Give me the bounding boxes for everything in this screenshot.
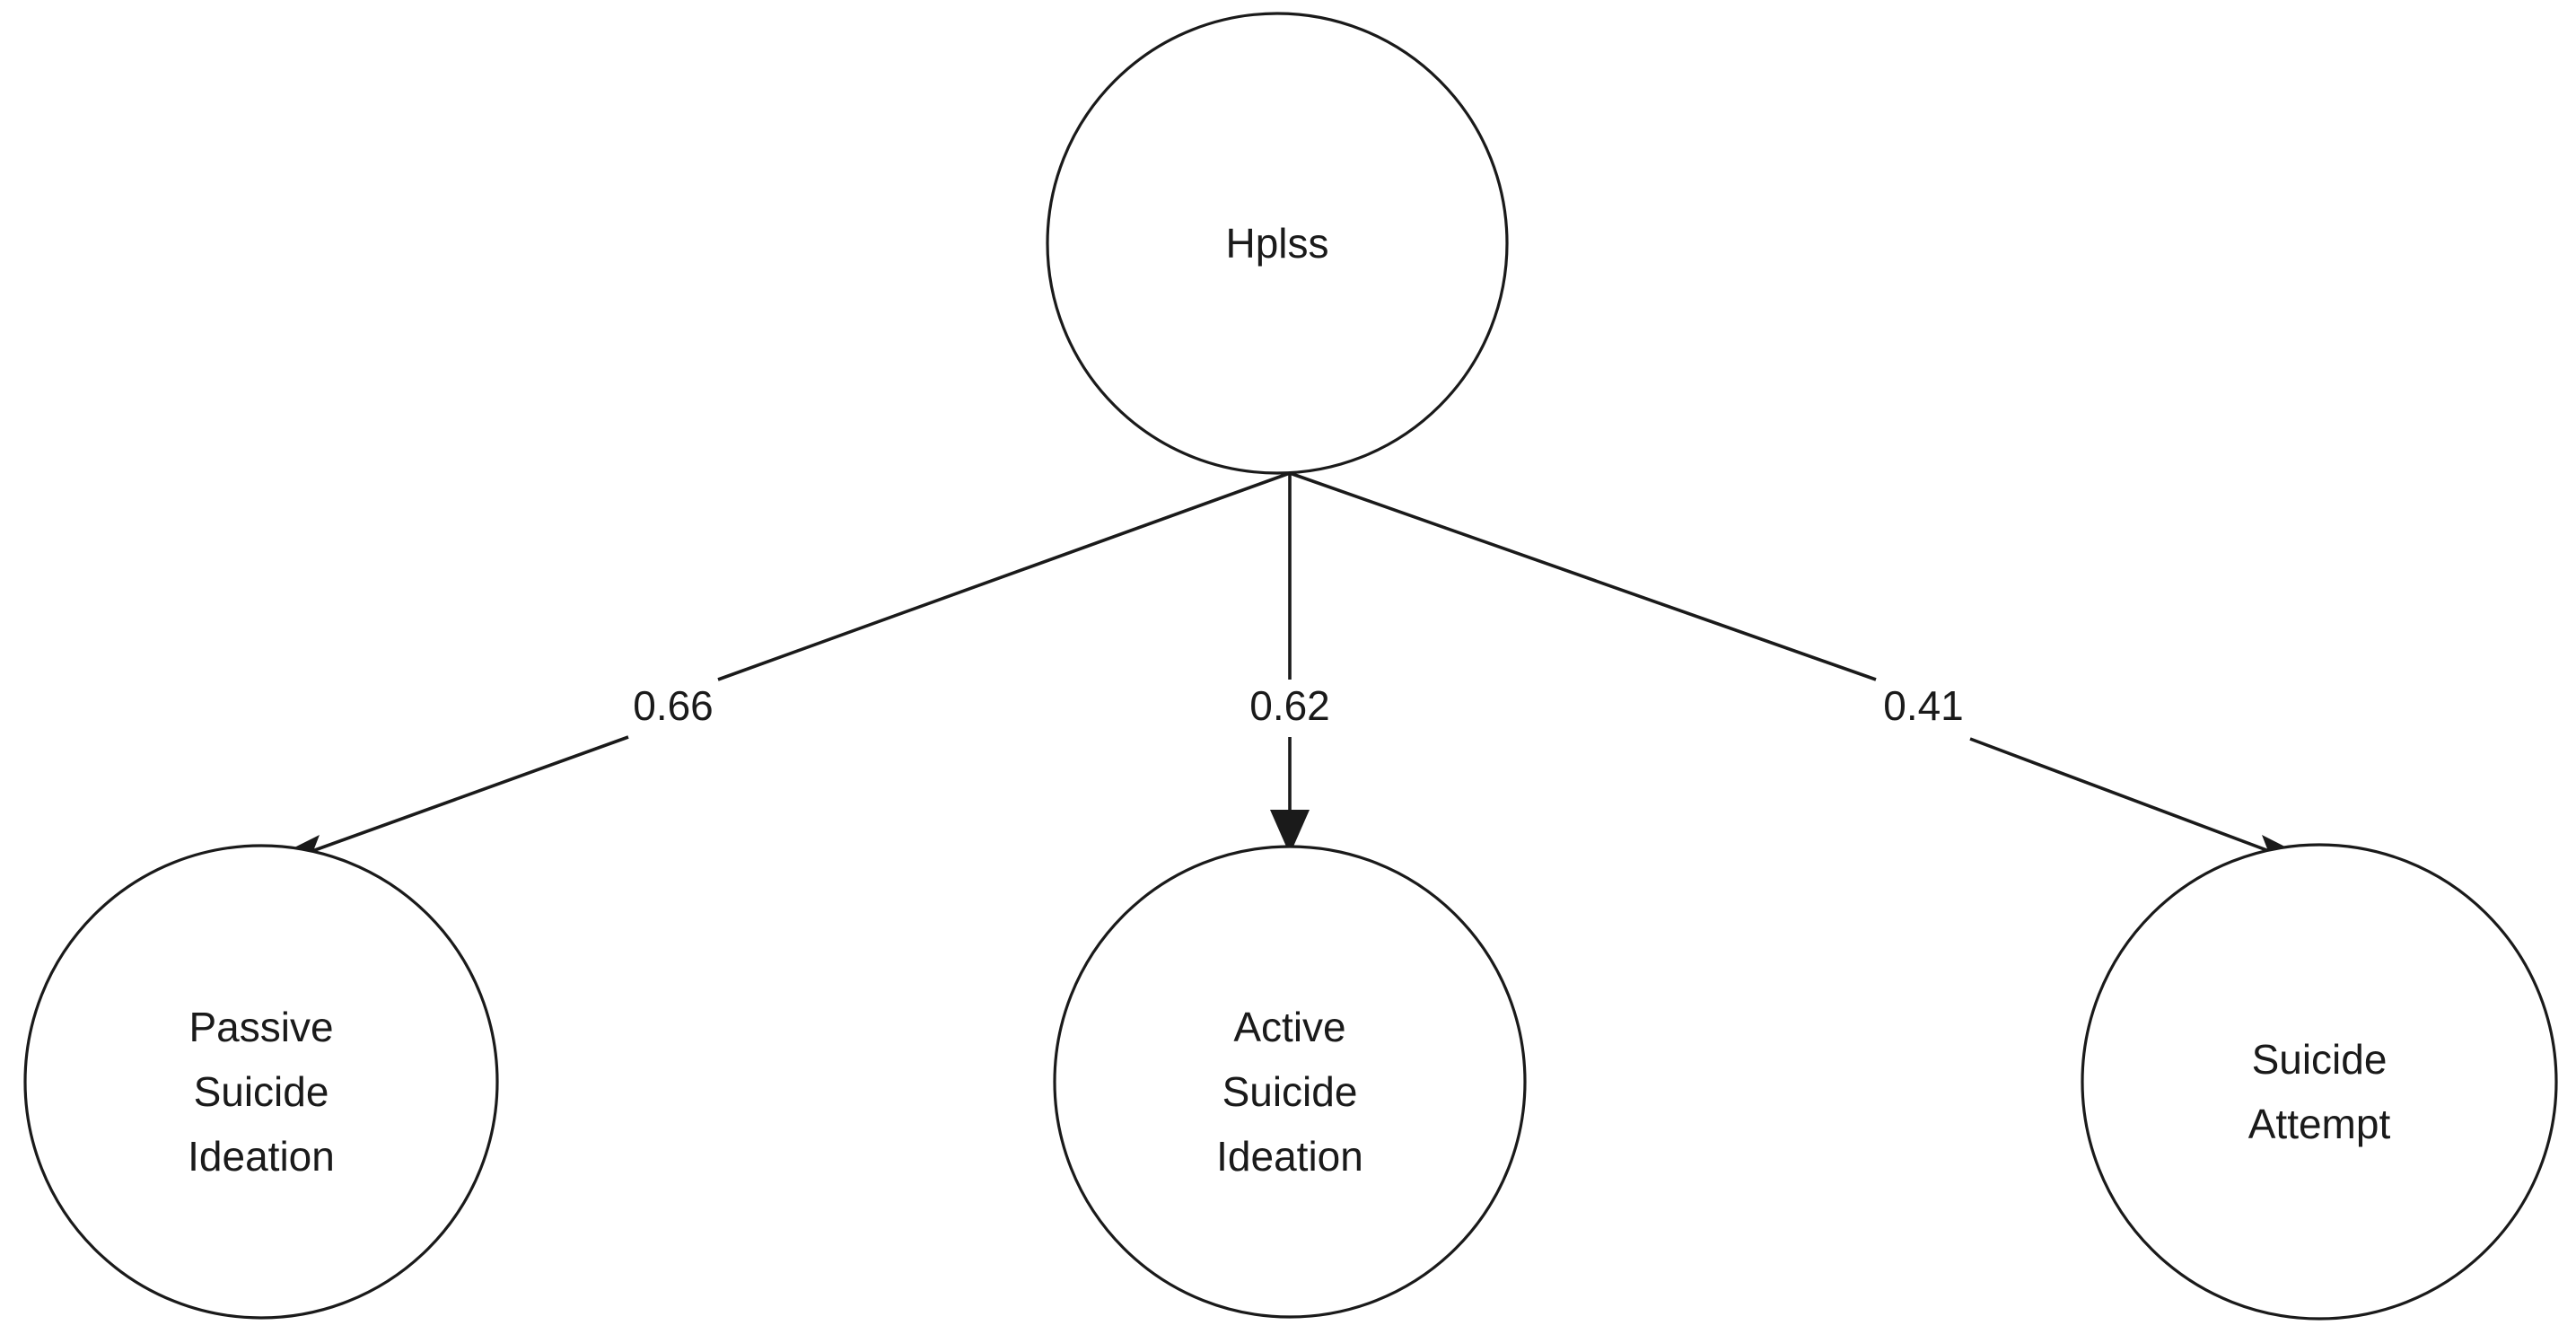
node-label-passive-line2: Suicide bbox=[194, 1068, 329, 1115]
node-circle-passive-suicide-ideation[interactable] bbox=[23, 844, 499, 1320]
node-active-suicide-ideation[interactable]: Active Suicide Ideation bbox=[1053, 845, 1527, 1319]
node-label-active-line2: Suicide bbox=[1222, 1068, 1358, 1115]
node-label-active-line3: Ideation bbox=[1216, 1133, 1363, 1180]
node-label-active-line1: Active bbox=[1233, 1004, 1345, 1050]
node-label-attempt-line1: Suicide bbox=[2252, 1036, 2388, 1083]
edge-line-segment-lower bbox=[1969, 737, 2291, 861]
node-label-passive-line1: Passive bbox=[188, 1004, 333, 1050]
edge-hplss-to-suicide-attempt: 0.41 bbox=[1289, 471, 2318, 864]
edge-label-active: 0.62 bbox=[1249, 682, 1330, 729]
node-label-attempt-line2: Attempt bbox=[2248, 1101, 2391, 1147]
node-label-passive-line3: Ideation bbox=[188, 1133, 335, 1180]
edge-hplss-to-passive-suicide-ideation: 0.66 bbox=[262, 471, 1291, 864]
node-circle-hplss[interactable] bbox=[1046, 12, 1509, 475]
edge-line-segment-upper bbox=[717, 471, 1291, 681]
edge-line-segment-lower bbox=[289, 735, 629, 861]
node-suicide-attempt[interactable]: Suicide Attempt bbox=[2081, 843, 2558, 1321]
node-circle-suicide-attempt[interactable] bbox=[2081, 843, 2558, 1321]
node-label-hplss-line1: Hplss bbox=[1225, 220, 1328, 267]
edge-label-passive: 0.66 bbox=[633, 682, 714, 729]
node-hplss[interactable]: Hplss bbox=[1046, 12, 1509, 475]
node-circle-active-suicide-ideation[interactable] bbox=[1053, 845, 1527, 1319]
edge-hplss-to-active-suicide-ideation: 0.62 bbox=[1249, 473, 1330, 855]
edge-label-attempt: 0.41 bbox=[1883, 682, 1964, 729]
node-passive-suicide-ideation[interactable]: Passive Suicide Ideation bbox=[23, 844, 499, 1320]
arrowhead-icon-active bbox=[1270, 810, 1310, 855]
edge-line-segment-upper bbox=[1289, 471, 1877, 681]
